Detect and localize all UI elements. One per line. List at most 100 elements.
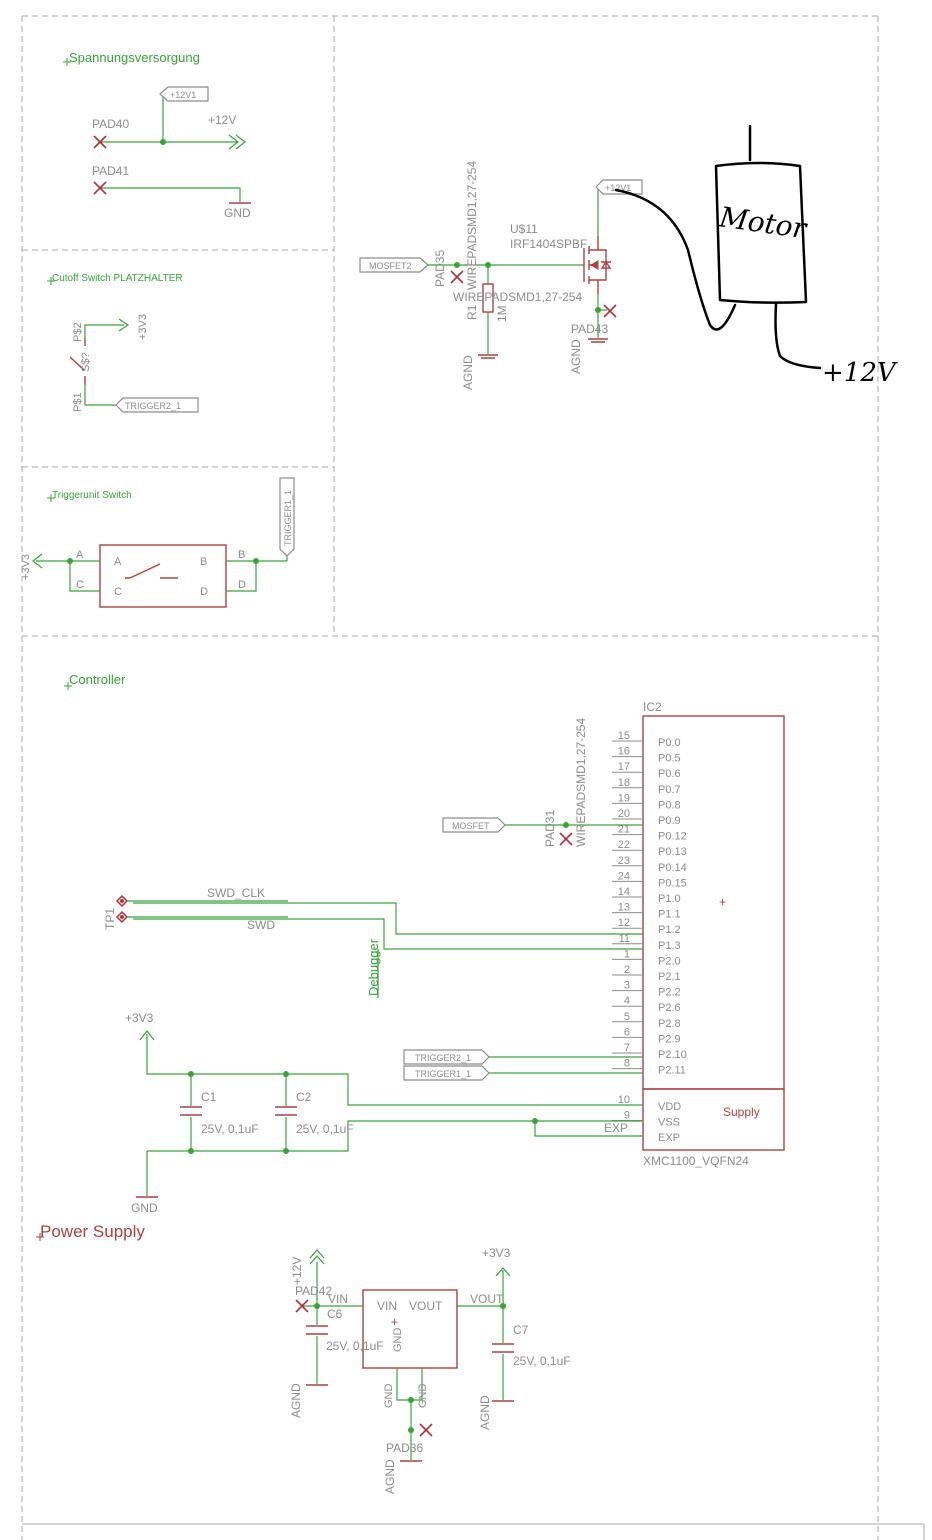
pad31-x	[559, 832, 573, 846]
ic2-body-supply	[642, 1088, 785, 1151]
ic2-supply-pin-name: EXP	[658, 1132, 680, 1144]
mosfet-ref-label: U$11	[510, 222, 538, 236]
reg-gnd-pin1-label: GND	[383, 1384, 395, 1409]
c7-agnd-label: AGND	[478, 1395, 492, 1430]
ic2-pin-name: P2.8	[658, 1018, 681, 1030]
pad43-wire-label: WIREPADSMD1,27-254	[453, 290, 582, 304]
motor-sketch: Motor +12V	[614, 124, 898, 388]
c7-value: 25V, 0,1uF	[513, 1354, 571, 1368]
ic2-pin-number: 8	[624, 1058, 630, 1070]
ps-3v3-label: +3V3	[482, 1246, 511, 1260]
ic2-pin-name: P2.2	[658, 987, 681, 999]
section-title-power-supply: Power Supply	[40, 1222, 145, 1241]
resistor-r1-value: 1M	[495, 305, 509, 322]
ic2-pin-number: 17	[618, 761, 630, 773]
ic2-pin-name: P0.9	[658, 815, 681, 827]
ic2-pin-name: P0.14	[658, 862, 687, 874]
mosfet-agnd2-label: AGND	[569, 339, 583, 374]
net-flag-trigger2-ctrl-label: TRIGGER2_1	[415, 1053, 471, 1063]
net-flag-trigger2-ctrl	[403, 1049, 490, 1065]
ic2-pin-number: 18	[618, 777, 630, 789]
ic2-pin-number: 19	[618, 792, 630, 804]
section-title-controller: Controller	[69, 672, 126, 687]
ic2-pin-number: 7	[624, 1042, 630, 1054]
ic2-pin-name: P0.13	[658, 846, 687, 858]
swd-label: SWD	[247, 918, 275, 932]
cutoff-3v3-label: +3V3	[137, 314, 149, 340]
pad35-wire-label: WIREPADSMD1,27-254	[465, 161, 479, 290]
net-flag-trigger2	[115, 397, 199, 413]
c2-value: 25V, 0,1uF	[296, 1122, 354, 1136]
ctrl-gnd-label: GND	[131, 1201, 158, 1215]
mosfet-block: MOSFET2 +12V1 PAD35 WIREPADSMD1,27-254 R…	[359, 161, 643, 390]
ic2-origin-mark: +	[719, 895, 726, 909]
ps-12v-label: +12V	[290, 1257, 304, 1285]
section-title-cutoff: Cutoff Switch PLATZHALTER	[52, 273, 183, 284]
net-flag-mosfet	[442, 817, 506, 833]
pin-c-inner: C	[114, 586, 122, 598]
pad40-label: PAD40	[92, 117, 129, 131]
ic2-pin-name: P0.0	[658, 737, 681, 749]
ic2-pin-name: P0.5	[658, 753, 681, 765]
pad43-label: PAD43	[571, 322, 608, 336]
c1-value: 25V, 0,1uF	[201, 1122, 259, 1136]
ic2-pin-number: 1	[624, 948, 630, 960]
cutoff-mid-label: S$?	[80, 352, 92, 372]
ic2-pin-number: 12	[618, 917, 630, 929]
net-flag-12v1-label: +12V1	[170, 90, 196, 100]
pad42-x	[295, 1299, 309, 1313]
sheet-frames	[21, 15, 925, 1540]
pin-d-outer: D	[238, 579, 246, 591]
pin-d-inner: D	[200, 586, 208, 598]
ic2-pin-number: 20	[618, 808, 630, 820]
pad36-label: PAD36	[386, 1441, 423, 1455]
reg-origin-mark: +	[391, 1315, 398, 1329]
ic2-pin-name: P1.2	[658, 924, 681, 936]
ic2-pin-number: 15	[618, 730, 630, 742]
ic2-pin-number: 14	[618, 886, 630, 898]
c6-agnd-label: AGND	[289, 1383, 303, 1418]
reg-agnd-label: AGND	[383, 1459, 397, 1494]
origin-marks	[36, 58, 72, 1241]
ic2-pin-name: P0.6	[658, 768, 681, 780]
ic2-pin-number: 21	[618, 824, 630, 836]
ic2-pin-name: P2.0	[658, 955, 681, 967]
trigger-switch-body	[99, 544, 227, 608]
net-flag-trigger1-ctrl	[403, 1065, 490, 1081]
pad43-x	[603, 304, 617, 318]
pin-a-outer: A	[76, 549, 84, 561]
exp-net-label: EXP	[604, 1121, 628, 1135]
trigger-switch-block: TRIGGER1_1 +3V3 A C A C B D B D	[20, 477, 295, 608]
net-flag-mosfet2-label: MOSFET2	[369, 261, 412, 271]
resistor-r1-label: R1	[465, 304, 479, 320]
ic2-pin-number: 16	[618, 746, 630, 758]
cutoff-pin2-label: P$2	[72, 322, 84, 342]
ctrl-3v3-label: +3V3	[125, 1011, 154, 1025]
pad41-x	[93, 181, 107, 195]
net-flag-trigger1-ctrl-label: TRIGGER1_1	[415, 1069, 471, 1079]
pin-b-outer: B	[238, 549, 245, 561]
ic2-supply-pin-name: VSS	[658, 1117, 680, 1129]
c7-label: C7	[513, 1323, 529, 1337]
ic2-pin-name: P2.6	[658, 1002, 681, 1014]
ic2-pin-number: 22	[618, 839, 630, 851]
ic2-pin-number: 13	[618, 902, 630, 914]
regulator-body	[362, 1289, 458, 1369]
reg-vin-label: VIN	[377, 1299, 397, 1313]
pin-b-inner: B	[200, 556, 207, 568]
ic2-pin-number: 5	[624, 1011, 630, 1023]
ic2-pin-name: P0.8	[658, 799, 681, 811]
ic2-supply-pin-number: 10	[618, 1094, 630, 1106]
mosfet-model-label: IRF1404SPBF	[510, 237, 587, 251]
pad35-x	[450, 270, 464, 284]
motor-label: Motor	[716, 200, 809, 245]
ic2-pin-number: 2	[624, 964, 630, 976]
net-flag-12v1-mosfet	[595, 179, 643, 195]
reg-gnd-label: GND	[392, 1328, 404, 1353]
pad31-label: PAD31	[543, 810, 557, 847]
reg-vout-label: VOUT	[409, 1299, 443, 1313]
c1-label: C1	[201, 1090, 217, 1104]
ic2-pin-name: P1.0	[658, 893, 681, 905]
ic2-pin-name: P0.12	[658, 831, 687, 843]
